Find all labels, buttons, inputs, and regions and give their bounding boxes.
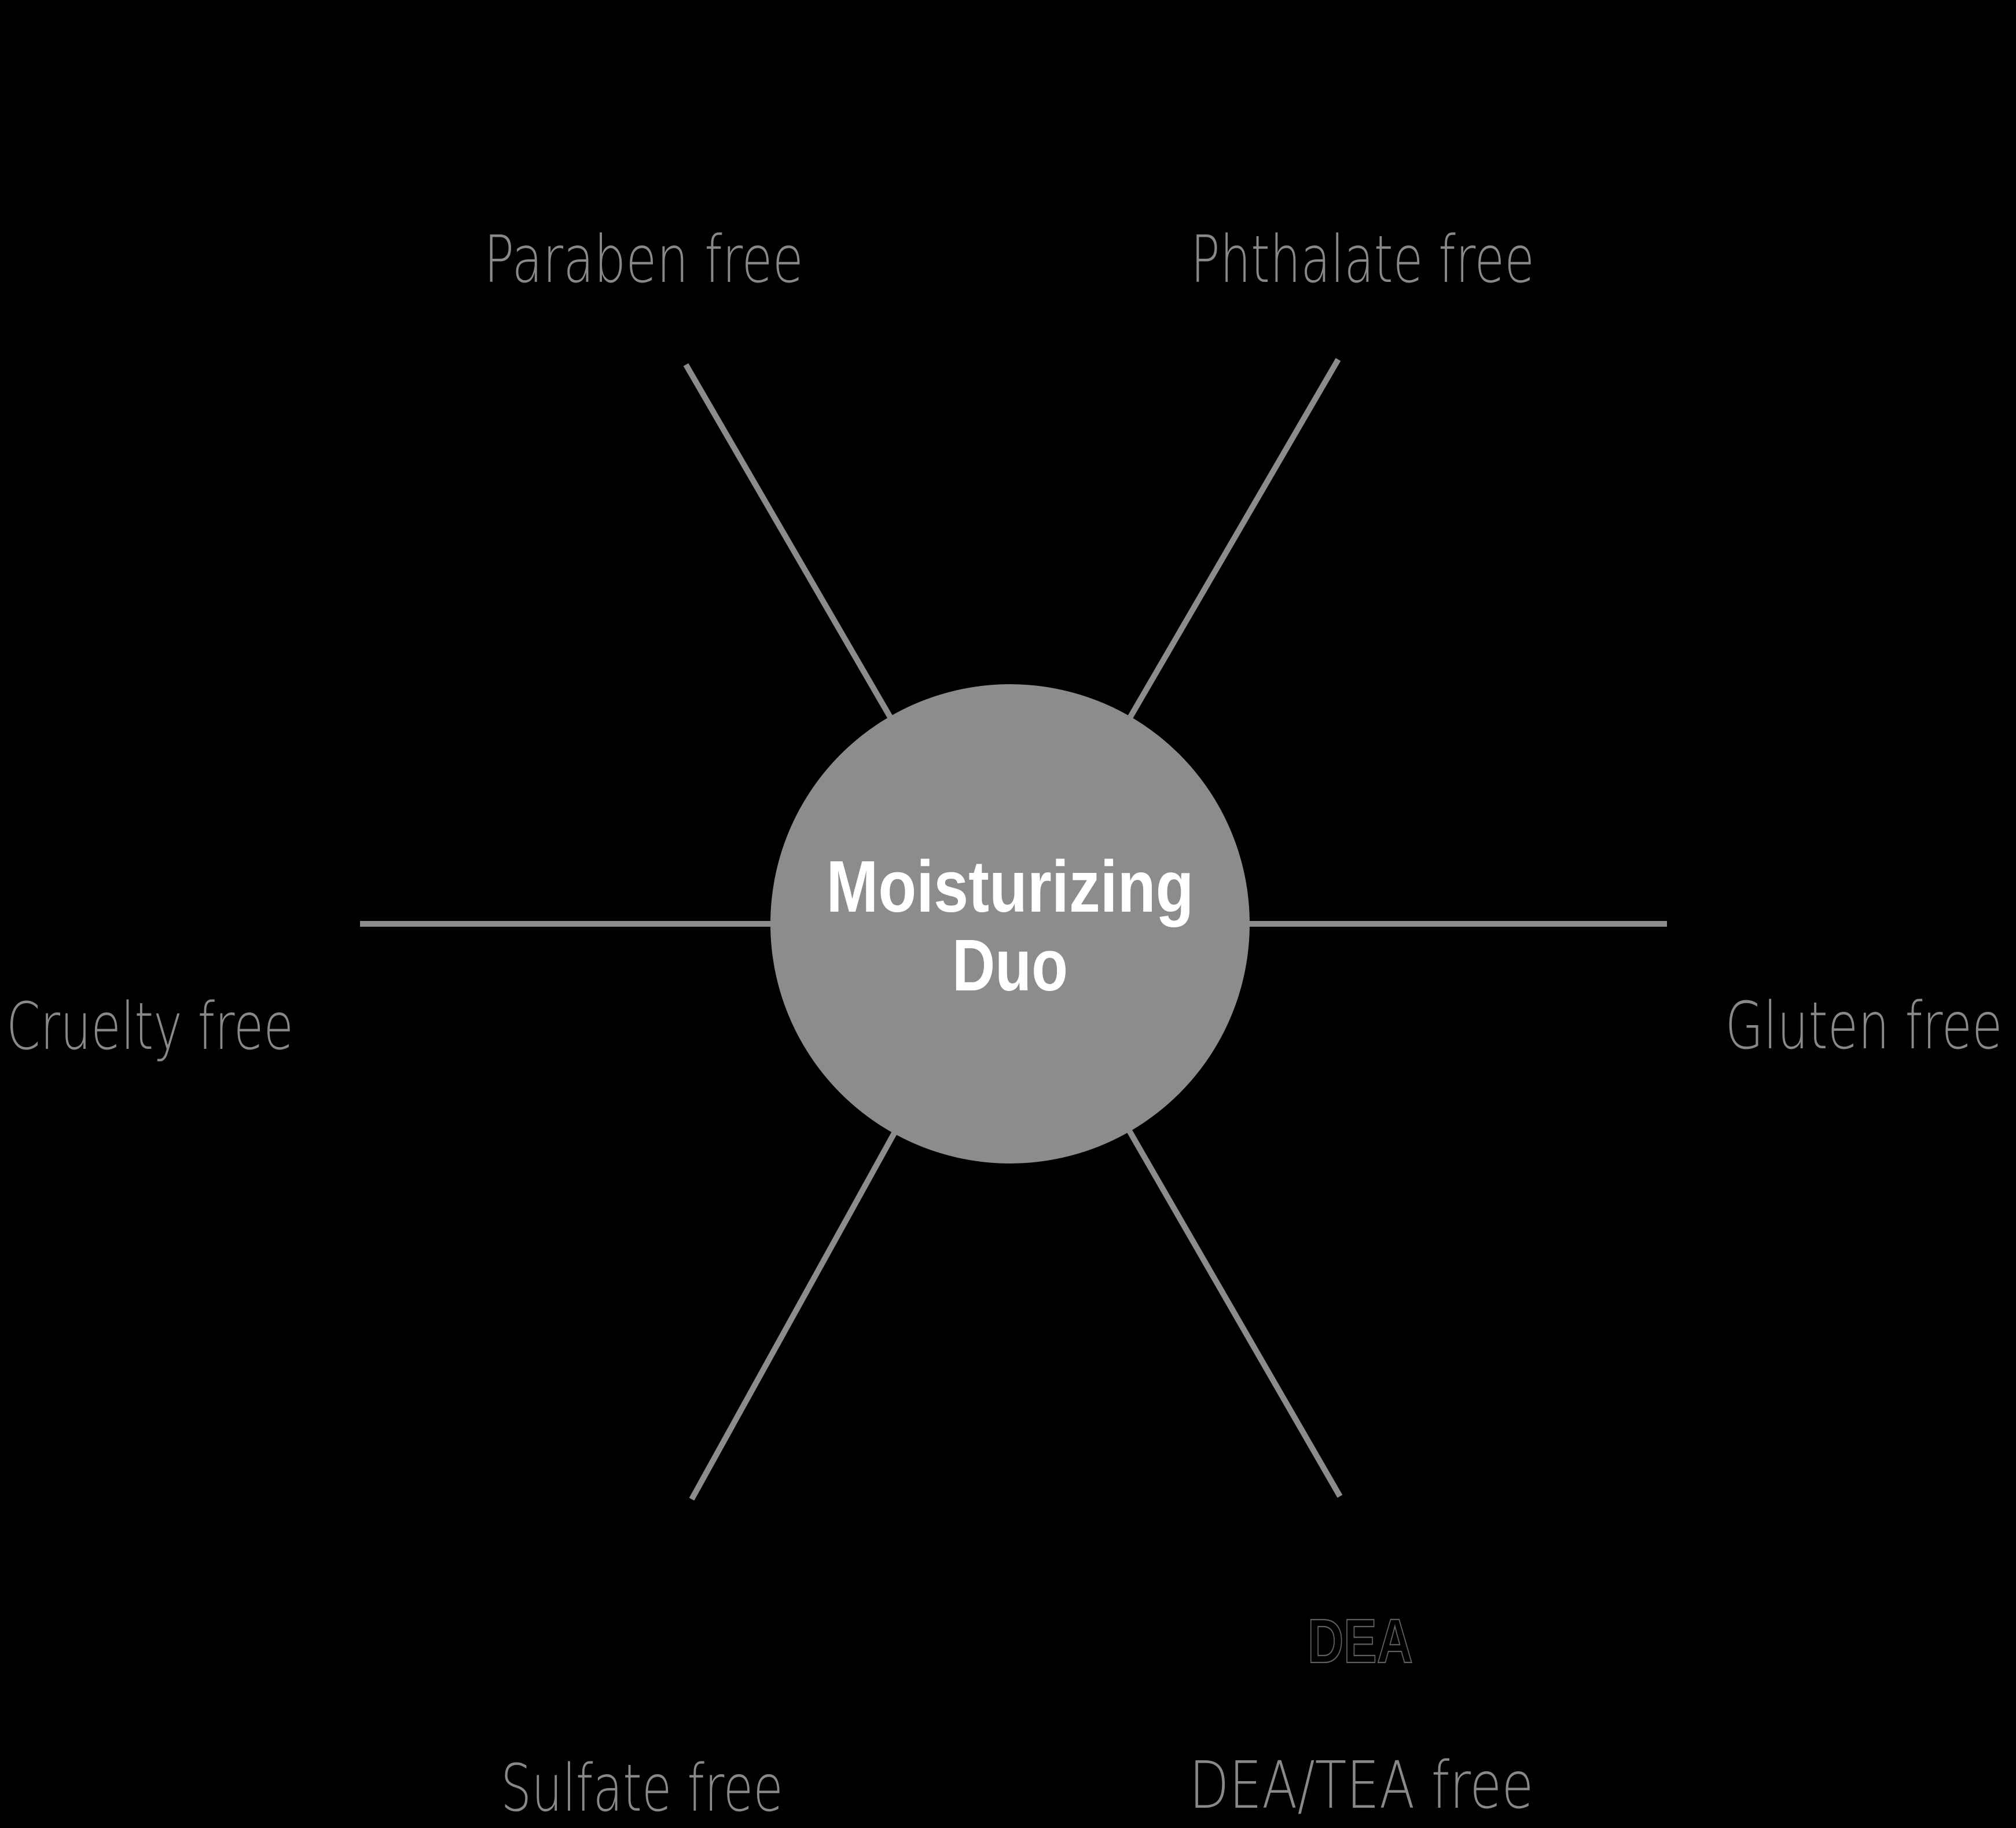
label-phthalate-free: Phthalate free: [1191, 222, 1534, 298]
label-cruelty-free: Cruelty free: [6, 989, 293, 1065]
label-gluten-free: Gluten free: [1725, 989, 2003, 1064]
center-node: [770, 684, 1250, 1163]
label-paraben-free: Paraben free: [484, 222, 803, 298]
label-sulfate-free: Sulfate free: [501, 1751, 783, 1826]
center-title-line1: Moisturizing: [827, 846, 1194, 927]
label-dea-tea-free: DEA/TEA free: [1189, 1748, 1534, 1823]
center-title-line2: Duo: [952, 924, 1068, 1006]
dea-watermark-text: DEA: [1308, 1606, 1413, 1676]
